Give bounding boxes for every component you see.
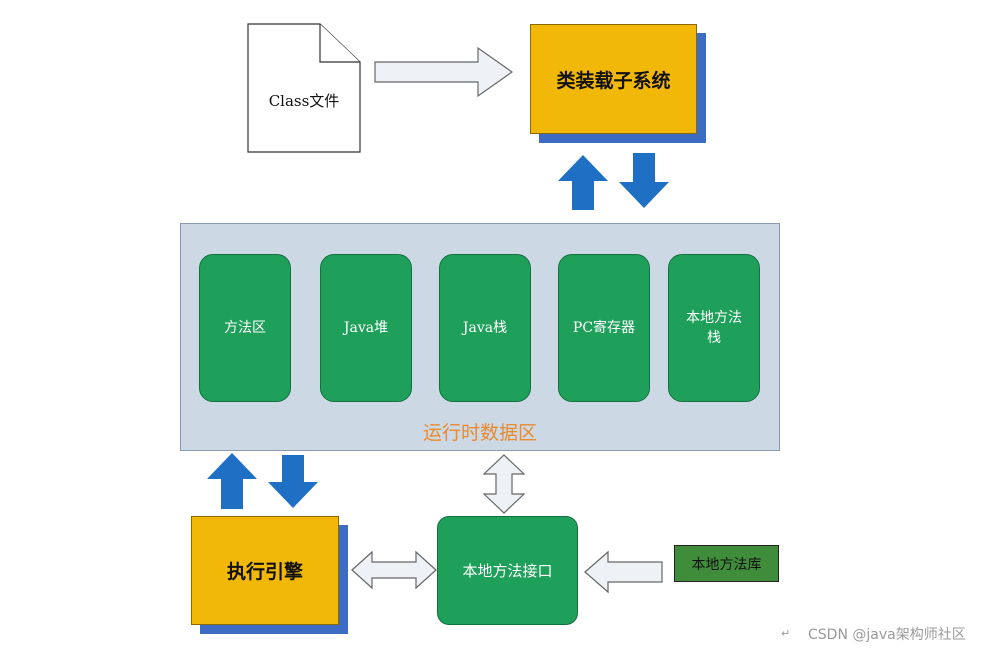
runtime-data-area-label: 运行时数据区 [422,422,537,444]
class-file-label: Class文件 [268,92,340,110]
native-method-interface[interactable]: 本地方法接口 [437,516,578,625]
java-stack[interactable]: Java栈 [439,254,531,402]
arrow-runtime-native-interface [482,454,526,514]
pc-register-label: PC寄存器 [572,320,636,336]
method-area[interactable]: 方法区 [199,254,291,402]
java-stack-label: Java栈 [462,320,508,336]
arrow-loader-to-runtime-down [619,153,669,208]
class-loader-label: 类装载子系统 [556,69,671,92]
arrow-library-to-interface [584,550,663,594]
return-mark-icon: ↵ [781,627,791,640]
arrow-runtime-to-loader-up [558,155,608,210]
class-loader-subsystem[interactable]: 类装载子系统 [530,24,697,134]
native-method-stack[interactable]: 本地方法 栈 [668,254,760,402]
native-method-stack-label: 本地方法 栈 [686,310,742,346]
native-method-interface-label: 本地方法接口 [462,562,553,580]
arrow-runtime-to-engine-down [268,455,318,508]
watermark: CSDN @java架构师社区 [808,627,966,643]
execution-engine-label: 执行引擎 [226,561,303,583]
native-method-library[interactable]: 本地方法库 [674,545,779,582]
java-heap-label: Java堆 [343,320,389,336]
execution-engine[interactable]: 执行引擎 [191,516,339,625]
class-file-document[interactable] [247,23,361,153]
method-area-label: 方法区 [224,320,266,336]
runtime-data-area[interactable]: 方法区 Java堆 Java栈 PC寄存器 本地方法 栈 运行时数据区 [180,223,780,451]
arrow-classfile-to-loader [374,46,514,98]
java-heap[interactable]: Java堆 [320,254,412,402]
native-method-library-label: 本地方法库 [691,556,762,573]
pc-register[interactable]: PC寄存器 [558,254,650,402]
arrow-engine-to-runtime-up [207,453,257,509]
arrow-engine-native-interface [351,550,437,590]
